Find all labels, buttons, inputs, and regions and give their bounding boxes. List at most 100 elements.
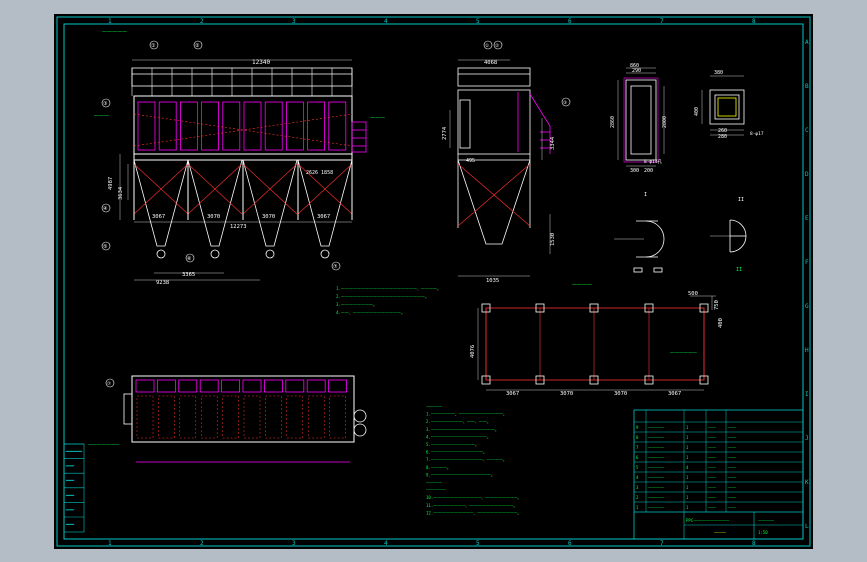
section-detail-1: I [614, 192, 665, 273]
front-height-dim-2: 3634 [118, 186, 124, 200]
part-ref-label: ① [151, 43, 156, 49]
hidden-line [133, 113, 353, 147]
foundation-pier [644, 303, 654, 313]
parts-cell: 一一一一 [648, 425, 664, 430]
column-label-bottom: 1 [108, 540, 112, 547]
column-label-top: 7 [660, 18, 664, 25]
parts-cell: 一一 [708, 425, 716, 430]
note-line: 12.一一一一一一一一一一、一一一一一一一一一一。 [426, 510, 521, 515]
hopper-spacing-dim: 3070 [262, 214, 275, 220]
flange1-dim: 300 [630, 168, 639, 174]
parts-cell: 3 [636, 485, 639, 490]
side-inner-dim: 495 [466, 158, 475, 164]
top-hood [199, 379, 219, 393]
flange2-dim: 380 [714, 70, 723, 76]
row-label: L [805, 523, 809, 530]
parts-cell: 4 [636, 475, 639, 480]
top-hood [328, 379, 348, 393]
hopper [187, 159, 243, 247]
part-ref-circle [101, 241, 111, 251]
parts-cell: 一一 [708, 435, 716, 440]
side-hopper-dim: 1530 [550, 233, 556, 246]
parts-cell: 一一 [728, 435, 736, 440]
hopper-spacing-dim: 3067 [317, 214, 330, 220]
flange1-note: 8-φ14孔 [644, 158, 663, 165]
foundation-pier [481, 303, 491, 313]
row-label: C [805, 127, 809, 134]
column-label-bottom: 5 [476, 540, 480, 547]
parts-cell: 一一 [728, 445, 736, 450]
section-detail-2: II II [710, 197, 747, 273]
found-corner-dim-2: 750 [714, 300, 720, 310]
parts-cell: 一一一一 [648, 435, 664, 440]
column-label-top: 6 [568, 18, 572, 25]
foundation-pier [699, 375, 709, 385]
column-label-bottom: 7 [660, 540, 664, 547]
parts-cell: 一一 [708, 445, 716, 450]
parts-cell: 一一 [708, 455, 716, 460]
parts-cell: 5 [636, 465, 639, 470]
row-label: D [805, 171, 809, 178]
hopper-spacing-dim: 3067 [152, 214, 165, 220]
row-label: H [805, 347, 809, 354]
column-label-bottom: 2 [200, 540, 204, 547]
top-side-label: 一一一一一一一 [88, 443, 120, 448]
top-bag-row [136, 395, 154, 439]
title-block-code: 一一一一 [758, 518, 774, 523]
parts-cell: 1 [686, 475, 689, 480]
top-bag-row [265, 395, 282, 439]
drawing-border [56, 16, 811, 547]
part-ref-label: ③ [103, 101, 108, 107]
parts-cell: 一一 [728, 505, 736, 510]
parts-cell: 一一一一 [648, 455, 664, 460]
flange1-dim: 860 [630, 63, 639, 69]
bag-cell [307, 101, 326, 151]
front-view-tag: 一一一一一 [102, 30, 127, 36]
parts-cell: 一一 [728, 425, 736, 430]
part-ref-circle [185, 253, 195, 263]
parts-cell: 一一 [728, 495, 736, 500]
parts-cell: 8 [636, 435, 639, 440]
hidden-line [133, 113, 353, 147]
top-view: 一一一一一一一 ⑦ [88, 375, 367, 463]
row-label: E [805, 215, 809, 222]
row-label: B [805, 83, 809, 90]
part-ref-circle [101, 98, 111, 108]
foundation-pier [644, 375, 654, 385]
top-bag-row [286, 395, 304, 439]
note-line: 6.一一一一一一一一一一一一一。 [426, 450, 487, 455]
frame-brace [133, 163, 189, 215]
part-ref-label: ④ [103, 206, 108, 212]
column-label-top: 3 [292, 18, 296, 25]
bag-cell [201, 101, 220, 151]
hopper [133, 159, 189, 247]
part-ref-circle [101, 203, 111, 213]
top-part-ref: ⑦ [107, 381, 112, 387]
found-corner-dim-1: 500 [688, 291, 698, 297]
parts-cell: 9 [636, 425, 639, 430]
note-line: 9.一一一一一一一一一一一一一一一。 [426, 472, 495, 477]
parts-cell: 一一 [728, 465, 736, 470]
note-line: 7.一一一一一一一一一一一一一、一一一一。 [426, 457, 507, 462]
column-label-top: 5 [476, 18, 480, 25]
top-bag-row [179, 395, 197, 439]
row-label: A [805, 39, 809, 46]
flange2-note: 8-φ17 [750, 131, 764, 137]
parts-cell: 一一一一 [648, 495, 664, 500]
margin-row-label: 一一 [66, 464, 74, 469]
side-view: 4068 2774 3344 1530 1035 495 ① ② ③ [442, 40, 571, 284]
parts-cell: 1 [686, 425, 689, 430]
parts-cell: 1 [686, 435, 689, 440]
margin-row-label: 一一一一 [66, 449, 82, 454]
section1-label: I [644, 192, 647, 198]
top-hood [221, 379, 241, 393]
parts-cell: 一一 [708, 505, 716, 510]
front-view: 一一一一一 12340 [94, 30, 385, 286]
technical-notes-1: 1.一一一一一一一一一一一一一一一一一一一、一一一一。2.一一一一一一一一一一一… [336, 286, 441, 315]
flange1-dim: 200 [644, 168, 653, 174]
row-label: G [805, 303, 809, 310]
section2-tag: II [736, 267, 742, 273]
flange1-dim: 2800 [662, 116, 668, 128]
